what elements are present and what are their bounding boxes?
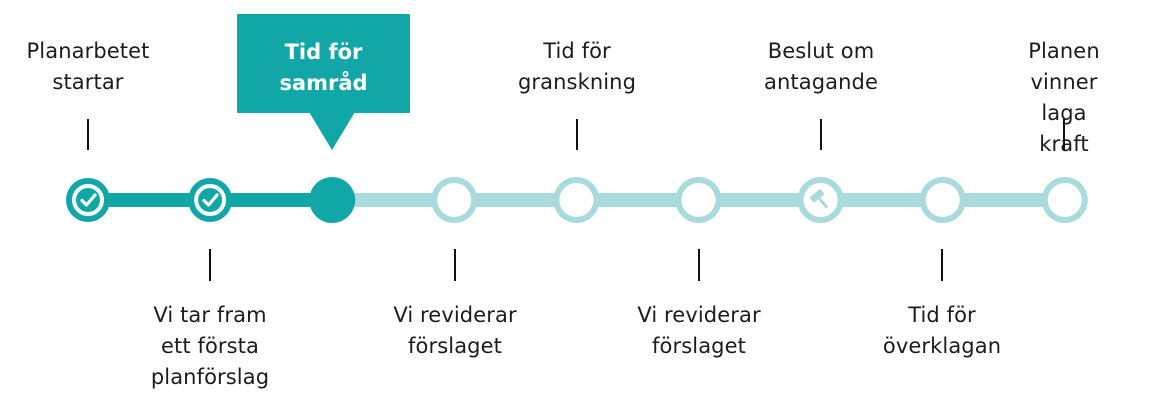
- tick-top-1: [87, 119, 89, 150]
- timeline-node-3-current: [309, 177, 356, 223]
- timeline-node-5-upcoming: [553, 177, 600, 223]
- tick-bottom-1: [209, 249, 211, 281]
- timeline-node-9-upcoming: [1041, 177, 1088, 223]
- node-circle-current: [309, 177, 356, 223]
- timeline-node-6-upcoming: [675, 177, 722, 223]
- gavel-handle: [818, 197, 829, 209]
- node-inner-ring: [194, 184, 227, 216]
- label-vi-reviderar-forslaget-2: Vi reviderar förslaget: [637, 303, 761, 358]
- tick-top-4: [1063, 119, 1065, 150]
- timeline-node-4-upcoming: [431, 177, 478, 223]
- callout-label: Tid för samråd: [279, 40, 368, 95]
- node-circle: [553, 177, 600, 223]
- label-planarbetet-startar: Planarbetet startar: [26, 39, 150, 94]
- timeline-node-1-completed: [66, 178, 110, 222]
- node-circle: [1041, 177, 1088, 223]
- node-circle: [675, 177, 722, 223]
- timeline-nodes: [66, 177, 1088, 223]
- gavel-head: [810, 189, 825, 203]
- tick-bottom-2: [454, 249, 456, 281]
- tick-top-2: [576, 119, 578, 150]
- tick-bottom-4: [941, 249, 943, 281]
- checkmark-icon: [80, 193, 97, 207]
- timeline-node-7-upcoming: [797, 177, 844, 223]
- node-inner-ring: [72, 184, 104, 216]
- current-step-callout: Tid för samråd: [237, 14, 410, 113]
- callout-pointer: [309, 112, 355, 150]
- timeline-node-8-upcoming: [919, 177, 966, 223]
- checkmark-icon: [202, 193, 219, 207]
- tick-bottom-3: [698, 249, 700, 281]
- label-tid-for-overklagan: Tid för överklagan: [882, 303, 1002, 358]
- label-tid-for-granskning: Tid för granskning: [517, 39, 637, 94]
- label-beslut-om-antagande: Beslut om antagande: [764, 39, 878, 94]
- label-vi-reviderar-forslaget-1: Vi reviderar förslaget: [393, 303, 517, 358]
- gavel-icon: [810, 189, 829, 209]
- node-circle: [919, 177, 966, 223]
- label-vi-tar-fram-planforslag: Vi tar fram ett första planförslag: [150, 303, 270, 389]
- tick-top-3: [820, 119, 822, 150]
- timeline-node-2-completed: [188, 178, 233, 222]
- node-circle: [431, 177, 478, 223]
